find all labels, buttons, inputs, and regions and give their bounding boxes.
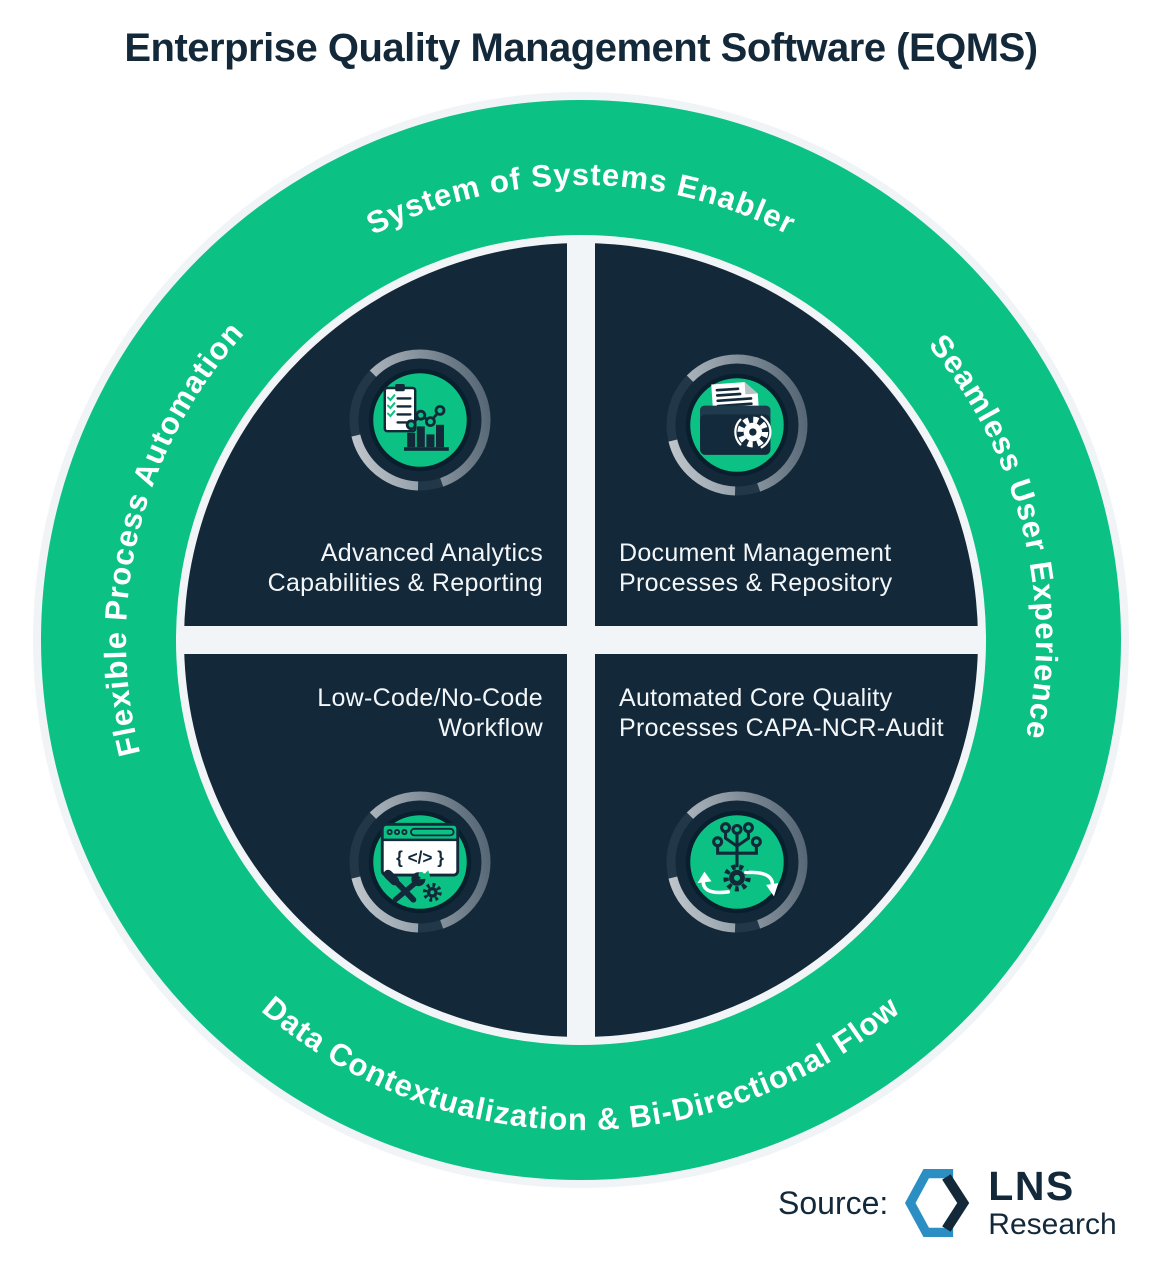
svg-text:Workflow: Workflow	[438, 714, 543, 742]
code-glyph-text: { </> }	[396, 848, 444, 868]
horizontal-divider	[184, 626, 978, 654]
svg-text:Low-Code/No-Code: Low-Code/No-Code	[317, 684, 543, 712]
brand-wordmark: LNS Research	[988, 1166, 1116, 1240]
svg-text:Automated Core Quality: Automated Core Quality	[619, 684, 893, 712]
brand-name: LNS	[988, 1163, 1075, 1209]
svg-text:Processes & Repository: Processes & Repository	[619, 569, 893, 597]
svg-text:Processes CAPA-NCR-Audit: Processes CAPA-NCR-Audit	[619, 714, 944, 742]
source-attribution: Source: LNS Research	[778, 1158, 1138, 1248]
svg-text:Document Management: Document Management	[619, 539, 892, 567]
brand-subname: Research	[988, 1208, 1117, 1241]
quadrant-label-low-code: Low-Code/No-Code Workflow	[317, 684, 543, 742]
quadrant-label-automated-core-quality: Automated Core Quality Processes CAPA-NC…	[619, 684, 944, 742]
code-window-tools-icon: { </> }	[349, 791, 491, 933]
svg-text:Capabilities & Reporting: Capabilities & Reporting	[268, 569, 543, 597]
folder-document-gear-icon	[666, 354, 808, 496]
quadrant-label-document-management: Document Management Processes & Reposito…	[619, 539, 893, 597]
quadrant-label-advanced-analytics: Advanced Analytics Capabilities & Report…	[268, 539, 543, 597]
clipboard-analytics-icon	[349, 349, 491, 491]
svg-text:Advanced Analytics: Advanced Analytics	[321, 539, 543, 567]
lns-hexagon-logo-icon	[905, 1168, 970, 1238]
page-title: Enterprise Quality Management Software (…	[124, 26, 1038, 70]
circuit-gear-icon	[666, 791, 808, 933]
source-label: Source:	[778, 1184, 889, 1221]
